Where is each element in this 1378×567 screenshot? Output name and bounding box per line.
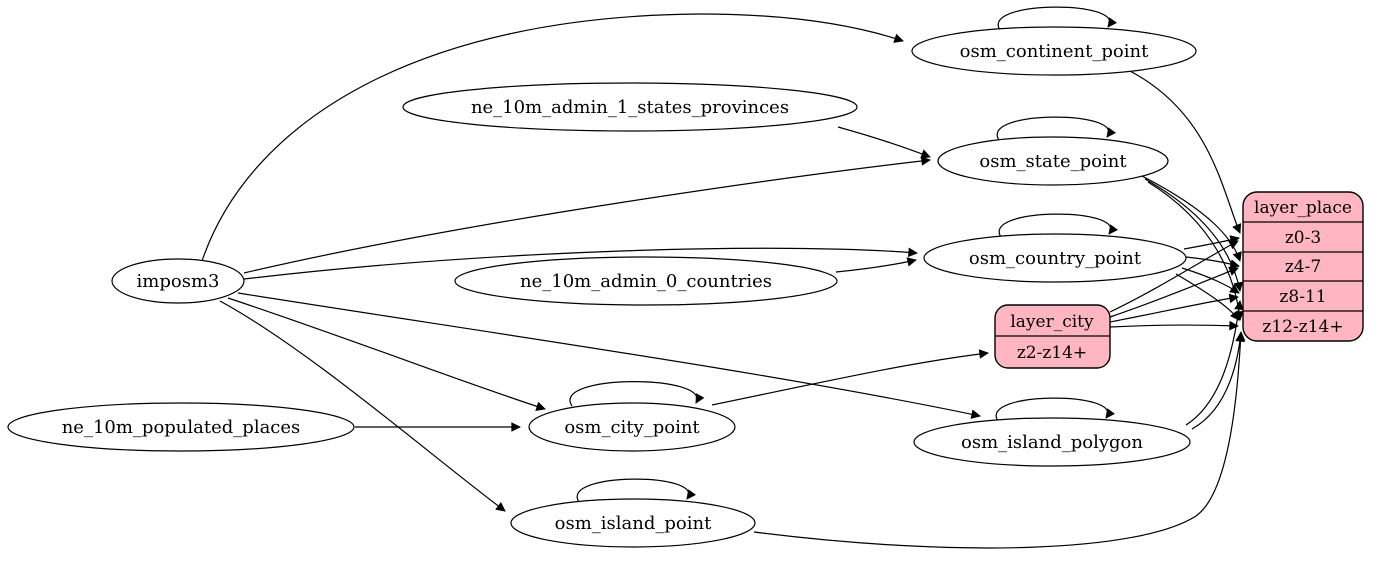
node-ne-admin1-shape [402, 82, 858, 132]
record-layer-place: layer_place z0-3 z4-7 z8-11 z12-z14+ [1242, 191, 1364, 342]
edge-imposm3-island-polygon [237, 292, 981, 419]
node-continent-shape [911, 26, 1197, 76]
node-island-polygon-shape [913, 417, 1191, 467]
selfloop-continent [997, 6, 1117, 31]
node-imposm3: imposm3 [111, 258, 245, 304]
node-island-point-label: osm_island_point [555, 513, 712, 534]
node-imposm3-label: imposm3 [137, 271, 220, 292]
record-layer-place-row-z4-7: z4-7 [1285, 257, 1321, 277]
node-continent-label: osm_continent_point [960, 41, 1149, 62]
node-ne-places-label: ne_10m_populated_places [62, 417, 301, 438]
selfloop-city [569, 381, 705, 407]
edge-country-z4-7 [1185, 256, 1240, 269]
nodes: imposm3 ne_10m_admin_1_states_provinces … [7, 26, 1197, 548]
edge-imposm3-island-point [219, 300, 506, 512]
edge-continent-z0-3 [1127, 69, 1242, 234]
node-island-polygon: osm_island_polygon [913, 417, 1191, 467]
node-ne-admin1: ne_10m_admin_1_states_provinces [402, 82, 858, 132]
node-state-label: osm_state_point [979, 151, 1127, 172]
node-continent: osm_continent_point [911, 26, 1197, 76]
edge-imposm3-city [227, 297, 546, 411]
record-layer-city: layer_city z2-z14+ [994, 304, 1111, 369]
record-layer-place-row-z0-3: z0-3 [1285, 228, 1321, 248]
edge-layer-city-z0-3 [1109, 240, 1239, 313]
edge-ne-admin0-country [835, 257, 917, 273]
node-city-shape [528, 402, 736, 452]
record-layer-city-title: layer_city [1010, 312, 1094, 332]
record-layer-place-title: layer_place [1254, 198, 1352, 218]
edges [201, 6, 1246, 549]
edge-city-layer-city [711, 349, 989, 406]
node-country-label: osm_country_point [969, 248, 1142, 269]
edge-imposm3-continent [201, 13, 904, 262]
node-island-point: osm_island_point [510, 498, 756, 548]
record-layer-place-row-z12-z14: z12-z14+ [1262, 317, 1343, 337]
record-layer-place-row-z8-11: z8-11 [1279, 287, 1326, 307]
node-island-point-shape [510, 498, 756, 548]
edge-country-z8-11 [1181, 267, 1240, 294]
node-state-shape [937, 136, 1169, 186]
edge-island-polygon-z8-11 [1185, 300, 1244, 426]
edge-imposm3-country [243, 247, 918, 280]
node-imposm3-shape [111, 258, 245, 304]
edge-state-z8-11 [1144, 178, 1244, 292]
node-country: osm_country_point [923, 233, 1187, 283]
node-ne-places-shape [7, 402, 355, 452]
selfloop-island-polygon [995, 397, 1115, 422]
edge-layer-city-z12-z14 [1109, 320, 1239, 331]
edge-state-z4-7 [1141, 175, 1242, 262]
record-layer-place-box [1242, 191, 1364, 342]
edge-island-polygon-z12-z14 [1191, 332, 1245, 430]
selfloop-country [998, 213, 1118, 238]
node-island-polygon-label: osm_island_polygon [961, 432, 1143, 453]
selfloop-island-point [576, 478, 696, 503]
node-ne-admin1-label: ne_10m_admin_1_states_provinces [471, 97, 789, 118]
edge-island-point-z12-z14 [753, 331, 1246, 549]
selfloop-state [996, 116, 1116, 141]
node-country-shape [923, 233, 1187, 283]
node-ne-admin0: ne_10m_admin_0_countries [454, 256, 838, 306]
node-city-label: osm_city_point [564, 417, 700, 438]
node-ne-places: ne_10m_populated_places [7, 402, 355, 452]
node-ne-admin0-label: ne_10m_admin_0_countries [520, 271, 772, 292]
node-state: osm_state_point [937, 136, 1169, 186]
edge-layer-city-z8-11 [1109, 293, 1239, 323]
edge-ne-admin1-state [837, 126, 931, 159]
edge-country-z0-3 [1183, 235, 1240, 250]
edge-imposm3-state [243, 156, 931, 274]
record-layer-city-row-z2-z14: z2-z14+ [1017, 343, 1087, 363]
node-city: osm_city_point [528, 402, 736, 452]
edge-country-z12-z14 [1175, 273, 1240, 321]
edge-layer-city-z4-7 [1109, 266, 1239, 318]
node-ne-admin0-shape [454, 256, 838, 306]
